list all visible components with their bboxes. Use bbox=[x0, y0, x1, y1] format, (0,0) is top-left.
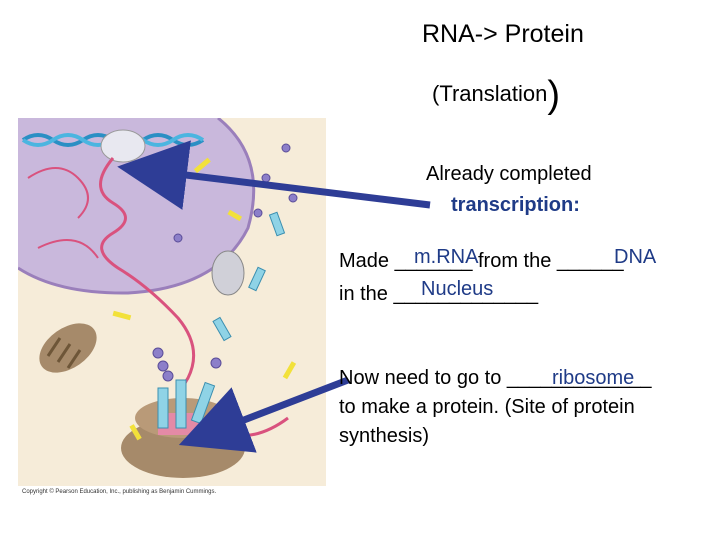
yellow-fragments bbox=[112, 157, 297, 441]
amino-acids bbox=[152, 143, 298, 382]
arrow-to-nucleus bbox=[117, 140, 431, 210]
made-line-1: Made _______ from the ______ bbox=[339, 250, 624, 272]
nuclear-envelope bbox=[18, 118, 256, 295]
figure-copyright: Copyright © Pearson Education, Inc., pub… bbox=[22, 489, 217, 495]
title-translation: (Translation bbox=[432, 81, 548, 106]
mitochondrion bbox=[39, 323, 97, 373]
answer-dna: DNA bbox=[614, 246, 657, 268]
title-paren: ) bbox=[547, 74, 560, 116]
mrna-strand-3 bbox=[37, 239, 99, 259]
made-line-2: in the _____________ bbox=[339, 283, 539, 305]
answer-ribosome: ribosome bbox=[552, 367, 635, 389]
title-line-1: RNA-> Protein bbox=[422, 20, 584, 48]
title-line-2: (Translation) bbox=[432, 68, 560, 116]
next-line-2: to make a protein. (Site of protein bbox=[339, 396, 635, 418]
mrna-strand-2 bbox=[27, 167, 89, 219]
answer-mrna: m.RNA bbox=[414, 246, 479, 268]
next-line-3: synthesis) bbox=[339, 425, 430, 447]
ribosomal-subunit bbox=[211, 250, 245, 296]
callout-line-1: Already completed bbox=[426, 163, 592, 185]
callout-line-2: transcription: bbox=[451, 194, 580, 216]
arrow-to-ribosome bbox=[178, 376, 350, 453]
next-line-1: Now need to go to _____________ bbox=[339, 367, 652, 389]
answer-nucleus: Nucleus bbox=[421, 278, 494, 300]
